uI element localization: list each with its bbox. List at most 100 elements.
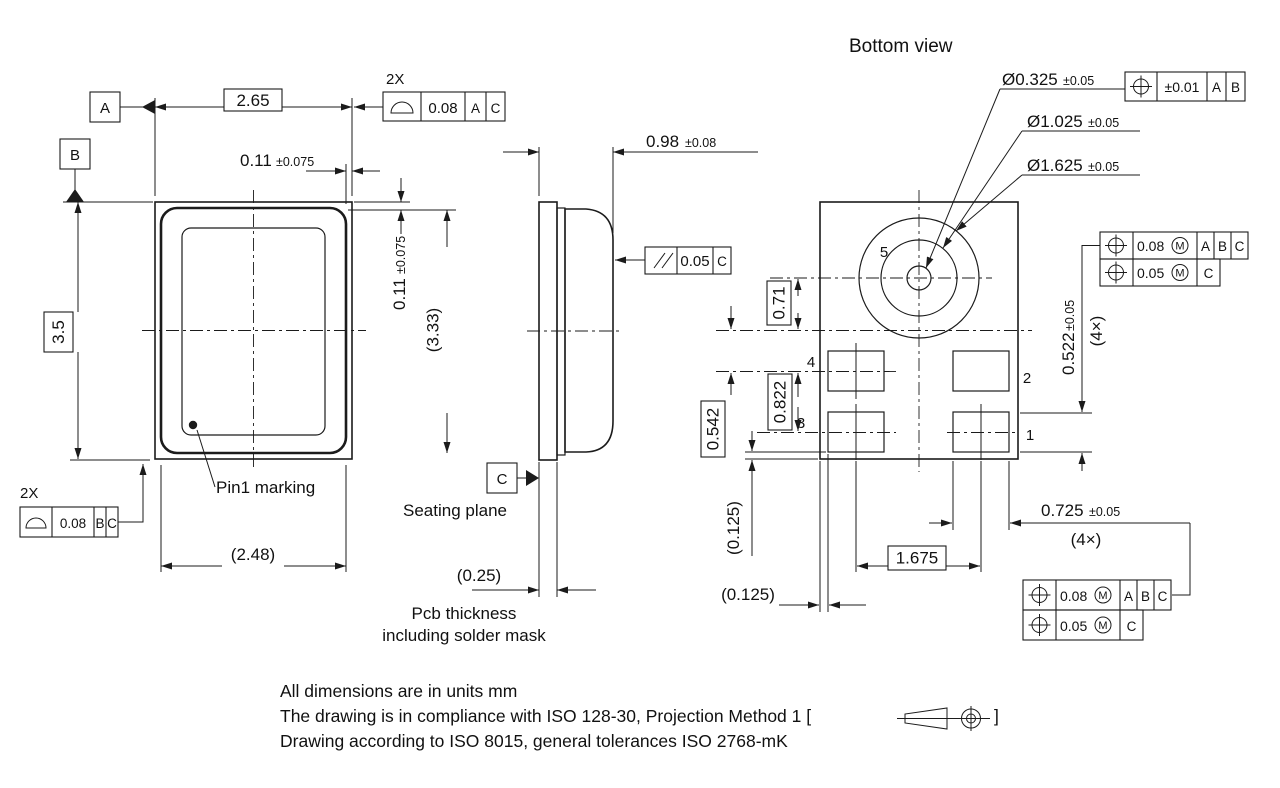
note-line3: Drawing according to ISO 8015, general t… xyxy=(280,731,788,751)
position-icon xyxy=(1105,234,1127,257)
fcf-right-r2a: C xyxy=(1204,266,1214,281)
fcf-right-tol1: 0.08 xyxy=(1137,238,1164,254)
dim-height-tol: ±0.08 xyxy=(685,136,716,150)
port-label: 5 xyxy=(880,244,888,261)
callout-inner-ring-label: Ø1.025 xyxy=(1027,112,1083,131)
fcf-pads-bottom: 0.08 M A B C 0.05 M C xyxy=(1022,579,1172,641)
first-angle-projection-icon xyxy=(897,706,990,731)
fcf-top: 2X 0.08 A C xyxy=(354,71,506,122)
fcf-hole-ref1: A xyxy=(1212,80,1221,95)
parallelism-icon xyxy=(653,252,674,269)
dim-edge-gap-horizontal: (0.125) xyxy=(721,585,866,609)
front-view: Pin1 marking 2.65 0.11 xyxy=(19,71,506,572)
fcf-pads-bottom-tol1: 0.08 xyxy=(1060,588,1087,604)
dim-pcb-thickness: (0.25) Pcb thickness including solder ma… xyxy=(382,566,596,645)
dim-box xyxy=(223,88,283,112)
fcf-bottom-ref1: B xyxy=(95,516,104,531)
datum-a: A xyxy=(89,91,155,123)
dim-edge-gap-v-label: (0.125) xyxy=(724,501,743,555)
fcf-hole: ±0.01 A B xyxy=(1124,71,1246,102)
fcf-pads-bottom-mod2: M xyxy=(1098,620,1107,632)
dim-overall-height: 3.5 xyxy=(43,202,82,459)
fcf-pads-bottom-tol2: 0.05 xyxy=(1060,618,1087,634)
dim-lid-width: (2.48) xyxy=(161,545,346,570)
fcf-right-mod1: M xyxy=(1175,241,1184,253)
pin1-leader xyxy=(196,429,216,488)
pad-2 xyxy=(952,350,1010,392)
pcb-note-line2: including solder mask xyxy=(382,626,546,645)
note-line2-prefix: The drawing is in compliance with ISO 12… xyxy=(280,706,811,726)
front-centerlines xyxy=(142,190,366,471)
dim-pad-w-label: 0.725 xyxy=(1041,501,1084,520)
dim-col-pitch: 1.675 xyxy=(857,545,980,571)
dim-overall-width: 2.65 xyxy=(155,88,352,112)
position-icon xyxy=(1028,584,1051,606)
dim-col-pitch-label: 1.675 xyxy=(896,549,939,568)
mmc-circle-icon xyxy=(1094,616,1112,634)
fcf-bottom-qty: 2X xyxy=(20,485,38,502)
fcf-hole-frame xyxy=(1124,71,1246,102)
dim-lid-width-label: (2.48) xyxy=(231,545,275,564)
dim-edge-gap-vertical: (0.125) xyxy=(724,431,756,556)
fcf-hole-tol: ±0.01 xyxy=(1165,79,1200,95)
fcf-right-r1a: A xyxy=(1201,239,1210,254)
dim-pad-h-label: 0.522 xyxy=(1059,332,1078,375)
pad2-label: 2 xyxy=(1023,370,1031,387)
fcf-parallelism: 0.05 C xyxy=(615,246,732,275)
surface-profile-icon xyxy=(25,517,47,529)
dim-overall-width-label: 2.65 xyxy=(236,91,269,110)
fcf-right-tol2: 0.05 xyxy=(1137,265,1164,281)
mmc-circle-icon xyxy=(1171,237,1189,254)
dim-edge-right-tol: ±0.075 xyxy=(394,236,408,274)
dim-edge-top-tol: ±0.075 xyxy=(276,155,314,169)
side-extension-lines xyxy=(538,147,614,597)
fcf-bottom-ref2: C xyxy=(107,516,117,531)
mmc-circle-icon xyxy=(1094,586,1112,604)
dim-edge-top-label: 0.11 xyxy=(240,151,272,170)
pin1-dot xyxy=(188,420,198,430)
dim-row-offset: 0.542 xyxy=(700,306,735,458)
dim-edge-gap-h-label: (0.125) xyxy=(721,585,775,604)
fcf-top-qty: 2X xyxy=(386,71,404,88)
datum-c-triangle-icon xyxy=(526,470,539,486)
callout-outer-ring-label: Ø1.625 xyxy=(1027,156,1083,175)
dim-edge-gap-right: 0.11 ±0.075 xyxy=(390,178,409,310)
position-icon xyxy=(1028,614,1051,636)
dim-pad-h-tol: ±0.05 xyxy=(1063,300,1077,331)
port-callouts: Ø0.325 ±0.05 Ø1.025 ±0.05 Ø1.625 ±0.05 xyxy=(925,70,1140,269)
dim-pad-h-qty: (4×) xyxy=(1087,316,1106,347)
dim-pad-w-qty: (4×) xyxy=(1071,530,1102,549)
fcf-hole-ref2: B xyxy=(1231,80,1240,95)
dim-box xyxy=(766,280,792,326)
pad1-label: 1 xyxy=(1026,427,1034,444)
dim-pad-height: 0.522 ±0.05 (4×) xyxy=(1059,245,1106,471)
callout-outer-ring-tol: ±0.05 xyxy=(1088,160,1119,174)
dim-overall-height-label: 3.5 xyxy=(49,320,68,344)
dim-edge-right-label: 0.11 xyxy=(390,278,409,310)
fcf-bottom-row2-frame xyxy=(1022,609,1144,641)
dim-pcb-label: (0.25) xyxy=(457,566,501,585)
dim-pad-width: 0.725 ±0.05 (4×) xyxy=(929,501,1191,596)
front-extension-lines xyxy=(63,98,456,572)
fcf-right-mod2: M xyxy=(1175,268,1184,280)
fcf-right-row2-frame xyxy=(1099,258,1221,287)
dim-box xyxy=(43,311,74,353)
dim-row-pitch: 0.822 xyxy=(767,373,802,431)
dim-pad-w-tol: ±0.05 xyxy=(1089,505,1120,519)
dim-package-height: 0.98 ±0.08 xyxy=(503,132,758,156)
dim-port-offset-label: 0.71 xyxy=(770,286,789,319)
datum-b-label: B xyxy=(70,147,80,164)
callout-inner-ring-tol: ±0.05 xyxy=(1088,116,1119,130)
fcf-bottom-left: 2X 0.08 B C xyxy=(19,464,147,538)
dim-lid-height: (3.33) xyxy=(424,210,451,453)
datum-b-triangle-icon xyxy=(66,189,84,202)
surface-profile-icon xyxy=(390,101,414,114)
fcf-parallelism-tol: 0.05 xyxy=(680,253,709,270)
fcf-pads-bottom-r1c: C xyxy=(1158,589,1168,604)
note-line2-suffix: ] xyxy=(994,706,999,726)
dim-lid-height-label: (3.33) xyxy=(424,308,443,352)
fcf-right-r1b: B xyxy=(1218,239,1227,254)
fcf-pads-bottom-r1a: A xyxy=(1124,589,1133,604)
